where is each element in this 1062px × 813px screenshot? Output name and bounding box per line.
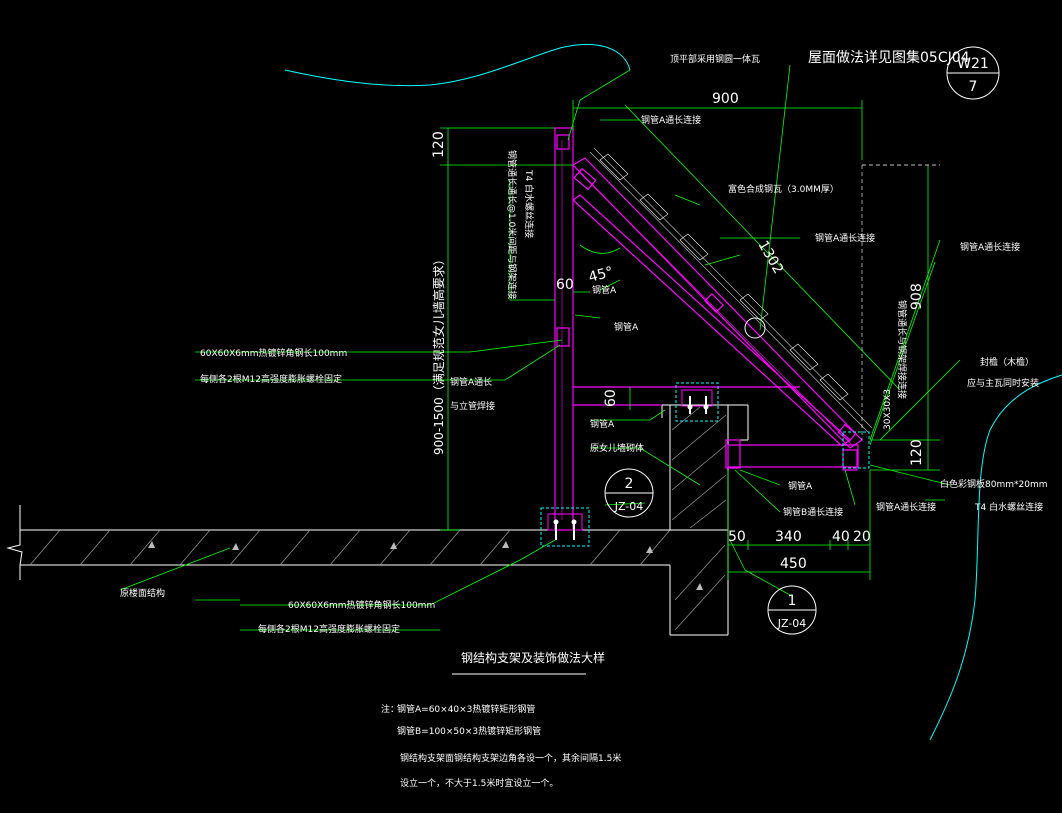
roof-tiles xyxy=(589,147,873,433)
callout-sheet: JZ-04 xyxy=(614,500,644,513)
callout-number: 2 xyxy=(625,476,634,492)
dim-40: 40 xyxy=(832,529,850,545)
bolt-detail-bottom xyxy=(540,507,590,547)
label-parapet: 原女儿墙砌体 xyxy=(590,442,644,454)
label-bolt-spec-2: 每侧各2根M12高强度膨胀螺栓固定 xyxy=(258,623,400,635)
steel-frame xyxy=(554,127,863,531)
dim-908-right: 908 xyxy=(909,283,925,310)
label-steel-a-1: 钢管A xyxy=(592,284,617,296)
dim-square-tube: 30X30X3 xyxy=(883,389,893,430)
leader-lines xyxy=(119,64,961,631)
label-angle-spec-1: 60X60X6mm热镀锌角钢长100mm xyxy=(200,347,347,359)
dim-50: 50 xyxy=(728,529,746,545)
dim-height-range: 900-1500（满足规范女儿墙高要求） xyxy=(431,253,446,455)
callout-sheet: 7 xyxy=(969,79,978,95)
callout-number: 1 xyxy=(788,593,797,609)
note-line-3: 钢结构支架面钢结构支架边角各设一个，其余间隔1.5米 xyxy=(400,752,621,764)
label-steel-a-3: 钢管A xyxy=(590,418,615,430)
label-gutter-2: 应与主瓦同时安装 xyxy=(967,377,1039,389)
label-steel-a-long-2: 钢管A通长连接 xyxy=(815,232,875,244)
dim-1302: 1302 xyxy=(755,238,787,277)
dim-120-right: 120 xyxy=(909,439,925,466)
callout-w21: W21 7 xyxy=(946,46,1000,100)
note-line-4: 设立一个，不大于1.5米时宜设立一个。 xyxy=(400,777,558,789)
label-original-roof: 原楼面结构 xyxy=(120,587,165,599)
dimension-lines xyxy=(440,100,940,580)
callout-sheet: JZ-04 xyxy=(777,617,807,630)
callout-2: 2 JZ-04 xyxy=(604,468,654,518)
label-steel-a-through: 钢管A通长 xyxy=(450,376,492,388)
callout-number: W21 xyxy=(957,56,989,72)
roof-reference: 屋面做法详见图集05CJ04 xyxy=(808,49,970,66)
dim-340: 340 xyxy=(775,529,802,545)
dim-450: 450 xyxy=(780,556,807,572)
label-steel-a-long-1: 钢管A通长连接 xyxy=(641,114,701,126)
notes-prefix: 注： xyxy=(381,703,399,715)
dim-20: 20 xyxy=(853,529,871,545)
label-angle-spec-2: 60X60X6mm热镀锌角钢长100mm xyxy=(288,599,435,611)
top-tile-note: 顶平部采用钢圆一体瓦 xyxy=(670,53,760,65)
dim-60-a: 60 xyxy=(556,277,574,293)
revision-cloud-top xyxy=(284,44,631,87)
label-vertical-note-2: T4 白水螺丝连接 xyxy=(523,169,535,238)
note-line-1: 钢管A=60×40×3热镀锌矩形钢管 xyxy=(397,703,535,715)
label-white-steel: 白色彩钢板80mm*20mm xyxy=(940,478,1047,490)
label-steel-a-long-4: 钢管A通长连接 xyxy=(876,501,936,513)
detail-circle xyxy=(744,317,766,339)
bolt-detail-parapet xyxy=(675,382,719,422)
angle-45: 45° xyxy=(587,264,615,286)
dim-120-left: 120 xyxy=(431,131,447,158)
label-alloy-tile: 富色合成钢瓦（3.0MM厚） xyxy=(728,183,839,195)
revision-cloud-right xyxy=(929,374,1062,741)
label-square-tube-note: 钢管通长与钢架焊接连接 xyxy=(896,300,908,399)
label-steel-a-weld: 与立管焊接 xyxy=(450,400,495,412)
label-bolt-spec-1: 每侧各2根M12高强度膨胀螺栓固定 xyxy=(200,373,342,385)
label-screw: T4 白水螺丝连接 xyxy=(974,501,1043,513)
label-vertical-note-1: 钢管通长通长@1.0米间距与钢架连接 xyxy=(506,150,518,299)
label-steel-b-long: 钢管B通长连接 xyxy=(783,506,843,518)
callout-1: 1 JZ-04 xyxy=(767,585,817,635)
roof-slab xyxy=(6,505,729,636)
drawing-title: 钢结构支架及装饰做法大样 xyxy=(461,650,605,665)
dim-900-top: 900 xyxy=(712,91,739,107)
dim-60-b: 60 xyxy=(603,389,619,407)
label-steel-a-4: 钢管A xyxy=(788,480,813,492)
note-line-2: 钢管B=100×50×3热镀锌矩形钢管 xyxy=(397,725,541,737)
bolt-detail-right xyxy=(842,431,870,469)
label-gutter-1: 封檐（木檐） xyxy=(980,356,1034,368)
label-steel-a-long-3: 钢管A通长连接 xyxy=(960,241,1020,253)
label-steel-a-2: 钢管A xyxy=(614,321,639,333)
